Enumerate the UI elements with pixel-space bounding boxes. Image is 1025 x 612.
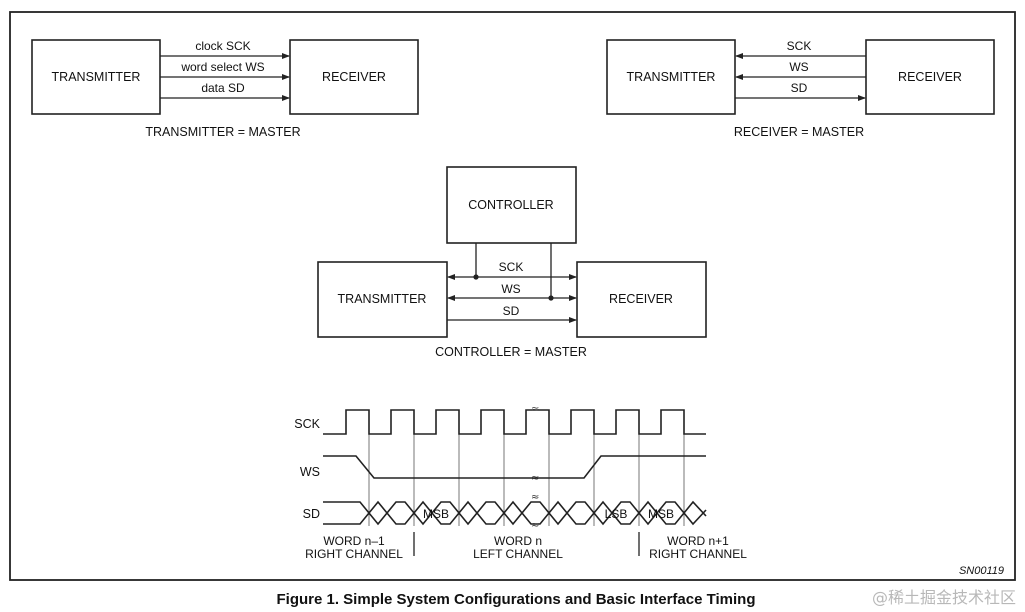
config-controller-master: CONTROLLER TRANSMITTER RECEIVER SCK WS S… (317, 166, 707, 359)
ws-waveform (323, 455, 706, 479)
ws-label-b: WS (789, 60, 808, 74)
sck-label-a: clock SCK (195, 39, 250, 53)
word-prev-line2: RIGHT CHANNEL (305, 547, 403, 561)
receiver-label-b: RECEIVER (898, 70, 962, 84)
receiver-box-a (289, 39, 419, 115)
ws-junction-dot (548, 295, 554, 301)
transmitter-label-b: TRANSMITTER (627, 70, 716, 84)
word-next-line2: RIGHT CHANNEL (649, 547, 747, 561)
controller-label: CONTROLLER (468, 198, 553, 212)
caption-b: RECEIVER = MASTER (734, 125, 864, 139)
sck-junction-dot (473, 274, 479, 280)
timing-break-marks: ≈ ≈ ≈ ≈ (531, 404, 539, 531)
sd-waveform-bottom (323, 500, 707, 525)
word-cur-line2: LEFT CHANNEL (473, 547, 563, 561)
svg-text:≈: ≈ (531, 473, 539, 484)
word-next-line1: WORD n+1 (667, 534, 729, 548)
word-prev-line1: WORD n–1 (323, 534, 385, 548)
watermark: @稀土掘金技术社区 (872, 588, 1016, 607)
svg-text:≈: ≈ (531, 492, 539, 503)
word-cur-line1: WORD n (494, 534, 542, 548)
sd-msb-label-2: MSB (648, 507, 674, 521)
sd-waveform-top (323, 501, 707, 526)
transmitter-label-a: TRANSMITTER (52, 70, 141, 84)
row-label-ws: WS (300, 465, 320, 479)
receiver-box-b (865, 39, 995, 115)
controller-box (446, 166, 577, 244)
ws-label-c: WS (501, 282, 520, 296)
transmitter-label-c: TRANSMITTER (338, 292, 427, 306)
config-receiver-master: TRANSMITTER RECEIVER SCK WS SD RECEIVER … (606, 39, 995, 139)
sd-msb-label-1: MSB (423, 507, 449, 521)
timing-reference-lines (368, 434, 685, 526)
config-transmitter-master: TRANSMITTER RECEIVER clock SCK word sele… (31, 39, 419, 139)
figure-title: Figure 1. Simple System Configurations a… (277, 591, 756, 608)
figure-id: SN00119 (959, 565, 1004, 577)
receiver-box-c (576, 261, 707, 338)
ws-label-a: word select WS (180, 60, 264, 74)
row-label-sck: SCK (294, 417, 320, 431)
sd-label-a: data SD (201, 81, 245, 95)
svg-text:≈: ≈ (531, 404, 539, 415)
figure-frame (9, 11, 1016, 581)
caption-a: TRANSMITTER = MASTER (145, 125, 300, 139)
timing-diagram: SCK WS SD ≈ ≈ ≈ ≈ MSB LSB MSB (294, 404, 747, 561)
sck-label-b: SCK (787, 39, 812, 53)
sd-label-c: SD (503, 304, 520, 318)
row-label-sd: SD (303, 507, 320, 521)
sck-label-c: SCK (499, 260, 524, 274)
sd-lsb-label: LSB (605, 507, 628, 521)
sck-waveform (323, 409, 706, 435)
receiver-label-a: RECEIVER (322, 70, 386, 84)
svg-text:≈: ≈ (531, 520, 539, 531)
sd-label-b: SD (791, 81, 808, 95)
transmitter-box-a (31, 39, 161, 115)
receiver-label-c: RECEIVER (609, 292, 673, 306)
caption-c: CONTROLLER = MASTER (435, 345, 587, 359)
